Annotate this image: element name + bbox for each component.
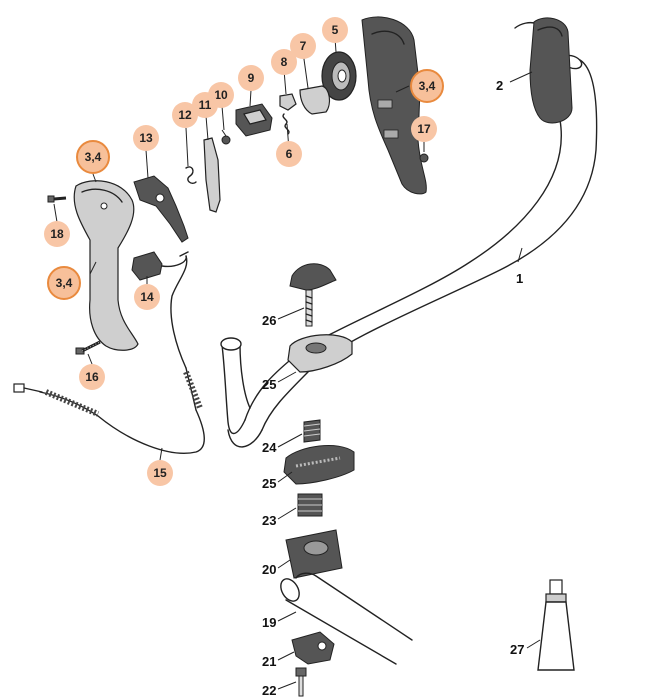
part-badge-9: 9 [238, 65, 264, 91]
wing-screw-drawing [289, 263, 337, 327]
part-badge-8: 8 [271, 49, 297, 75]
catch-drawing [279, 93, 297, 135]
grip-drawing [529, 17, 573, 124]
part-label-24: 24 [262, 440, 277, 455]
drive-tube-drawing [280, 572, 413, 665]
spring-upper-drawing [303, 419, 321, 443]
part-badge-18: 18 [44, 221, 70, 247]
part-label-25a: 25 [262, 377, 277, 392]
screw-small-drawing [221, 129, 231, 145]
part-badge-5: 5 [322, 17, 348, 43]
part-label-25b: 25 [262, 476, 277, 491]
part-badge-3-4-left-bottom: 3,4 [47, 266, 81, 300]
part-label-2: 2 [496, 78, 504, 93]
clamp-middle-drawing [283, 445, 355, 485]
throttle-trigger-drawing [203, 137, 221, 213]
spring-lower-drawing [297, 493, 323, 517]
part-badge-3-4-left-top: 3,4 [76, 140, 110, 174]
nut-drawing [419, 153, 429, 163]
part-label-19: 19 [262, 615, 277, 630]
part-label-1: 1 [516, 271, 524, 286]
part-label-27: 27 [510, 642, 525, 657]
clamp-lower-drawing [285, 529, 343, 579]
interlock-lever-drawing [133, 175, 189, 243]
torsion-spring-drawing [185, 166, 197, 185]
leader-lines [53, 37, 541, 690]
handle-housing-left-drawing [73, 180, 139, 351]
part-badge-3-4-right: 3,4 [410, 69, 444, 103]
part-label-23: 23 [262, 513, 277, 528]
part-badge-16: 16 [79, 364, 105, 390]
part-badge-14: 14 [134, 284, 160, 310]
clamp-cap-drawing [287, 334, 353, 373]
part-label-21: 21 [262, 654, 277, 669]
part-badge-17: 17 [411, 116, 437, 142]
part-badge-15: 15 [147, 460, 173, 486]
part-badge-12: 12 [172, 102, 198, 128]
part-label-20: 20 [262, 562, 277, 577]
hose-clip-drawing [291, 631, 335, 665]
screw-drawing [75, 340, 101, 355]
switch-module-drawing [131, 251, 189, 281]
lever-drawing [299, 85, 331, 115]
part-label-26: 26 [262, 313, 277, 328]
thumbwheel-drawing [321, 51, 357, 101]
handle-housing-right-drawing [361, 16, 427, 195]
part-badge-13: 13 [133, 125, 159, 151]
slide-switch-drawing [235, 103, 273, 137]
part-label-22: 22 [262, 683, 277, 698]
screw-long-drawing [295, 667, 307, 697]
screw-short-drawing [47, 195, 67, 203]
part-badge-6: 6 [276, 141, 302, 167]
grease-tube-drawing [537, 579, 575, 671]
cable-drawing [13, 255, 205, 454]
